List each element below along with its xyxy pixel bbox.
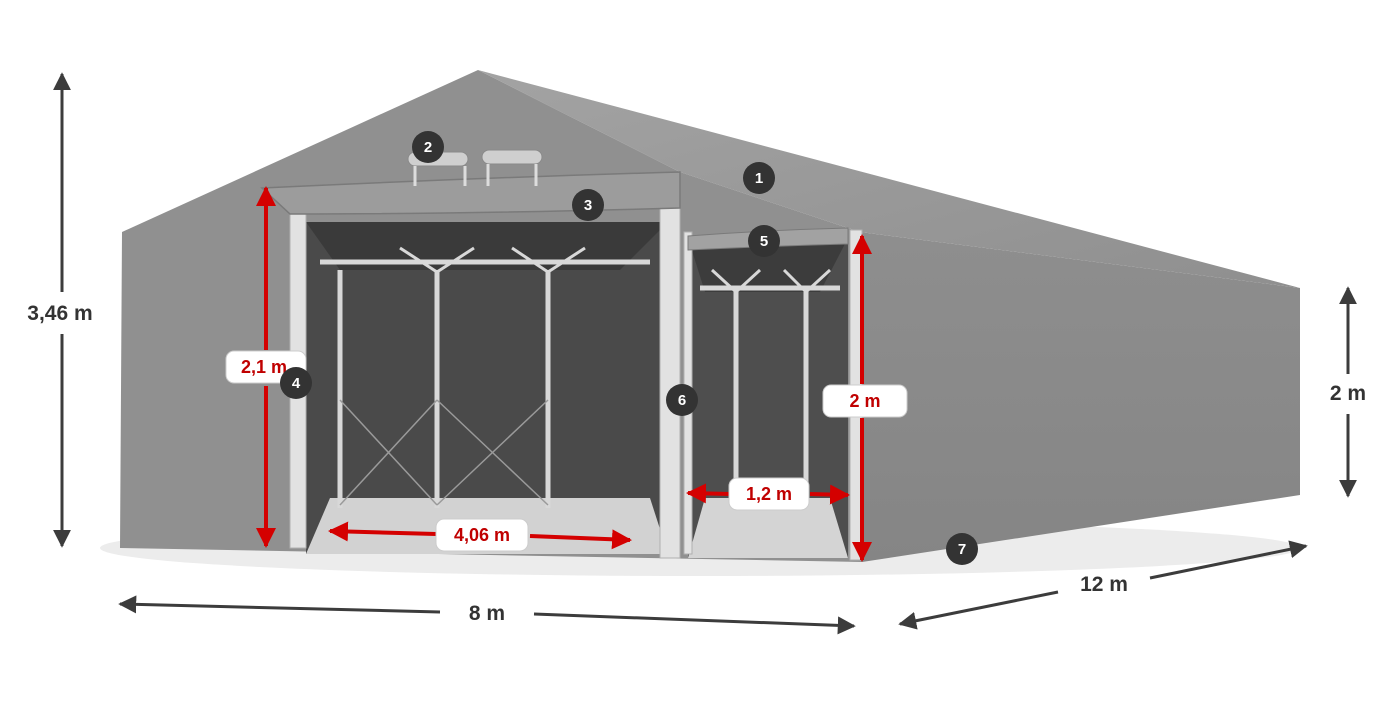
interior-frame — [320, 246, 840, 508]
marker-3: 3 — [572, 189, 604, 221]
door-width-tag: 1,2 m — [728, 477, 810, 511]
door-height-tag: 2 m — [822, 384, 908, 418]
svg-text:2: 2 — [424, 139, 432, 156]
gate-height-label: 2,1 m — [241, 357, 287, 377]
svg-text:7: 7 — [958, 541, 966, 558]
gate-width-label: 4,06 m — [454, 525, 510, 545]
svg-text:4: 4 — [292, 375, 301, 392]
svg-text:1: 1 — [755, 170, 763, 187]
door-ceiling — [688, 238, 848, 292]
dimension-arrows — [53, 72, 1357, 635]
door-height-label: 2 m — [849, 391, 880, 411]
side-height-label: 2 m — [1330, 382, 1366, 405]
total-height-label: 3,46 m — [27, 302, 92, 325]
marker-5: 5 — [748, 225, 780, 257]
door-floor — [688, 498, 848, 558]
side-wall — [860, 232, 1300, 562]
marker-1: 1 — [743, 162, 775, 194]
svg-text:5: 5 — [760, 233, 768, 250]
width-label: 8 m — [469, 602, 505, 625]
marker-4: 4 — [280, 367, 312, 399]
svg-text:3: 3 — [584, 197, 592, 214]
gate-width-tag: 4,06 m — [435, 518, 529, 552]
marker-6: 6 — [666, 384, 698, 416]
marker-2: 2 — [412, 131, 444, 163]
door-width-label: 1,2 m — [746, 484, 792, 504]
measure-arrows — [256, 186, 872, 562]
length-label: 12 m — [1080, 573, 1128, 596]
marker-7: 7 — [946, 533, 978, 565]
roof — [478, 70, 1300, 288]
gate-ceiling — [306, 222, 668, 270]
svg-text:6: 6 — [678, 392, 686, 409]
